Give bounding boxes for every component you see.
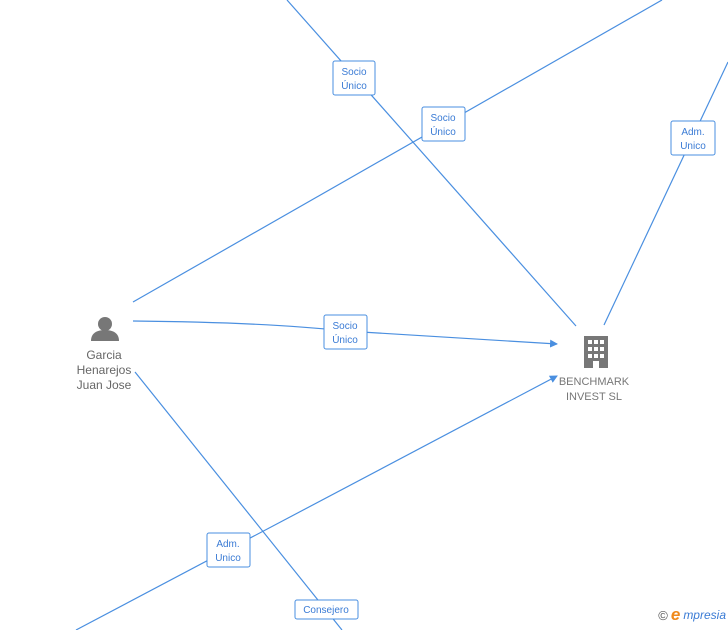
person-name-line: Juan Jose (77, 378, 132, 392)
person-name-line: Henarejos (77, 363, 132, 377)
edge-label-line: Socio (332, 321, 357, 332)
edge-label-adm-unico-right[interactable]: Adm. Unico (670, 120, 716, 156)
edge-label-line: Único (341, 79, 367, 92)
brand-logo-initial: e (670, 605, 681, 624)
edge-label-consejero[interactable]: Consejero (294, 599, 359, 620)
company-node[interactable]: BENCHMARK INVEST SL (559, 336, 630, 403)
edge-label-line: Consejero (303, 605, 349, 616)
edge-person-to-bottom (134, 371, 343, 630)
edge-label-socio-unico-top[interactable]: Socio Único (332, 60, 376, 96)
edge-company-to-right (603, 61, 728, 326)
person-node[interactable]: Garcia Henarejos Juan Jose (77, 317, 132, 392)
company-name-line: BENCHMARK (559, 376, 630, 388)
edge-label-line: Socio (430, 113, 455, 124)
edge-top-to-company (286, 0, 577, 327)
edge-label-socio-unico-person[interactable]: Socio Único (323, 314, 368, 350)
edge-label-line: Socio (341, 67, 366, 78)
edge-label-line: Único (430, 125, 456, 138)
company-name-line: INVEST SL (566, 391, 622, 403)
edge-label-adm-unico-bottom[interactable]: Adm. Unico (206, 532, 251, 568)
edge-label-line: Unico (215, 553, 241, 564)
edge-label-line: Único (332, 333, 358, 346)
edge-label-line: Adm. (681, 127, 704, 138)
edge-label-socio-unico-mid[interactable]: Socio Único (421, 106, 466, 142)
brand-logo-text: mpresia (683, 608, 726, 622)
person-name-line: Garcia (86, 348, 122, 362)
edge-person-to-topright (132, 0, 663, 303)
edge-label-line: Adm. (216, 539, 239, 550)
edge-label-line: Unico (680, 141, 706, 152)
edge-bottomleft-to-company (75, 375, 558, 630)
copyright-symbol: © (658, 607, 668, 623)
person-icon (91, 317, 119, 341)
building-icon (584, 336, 608, 368)
